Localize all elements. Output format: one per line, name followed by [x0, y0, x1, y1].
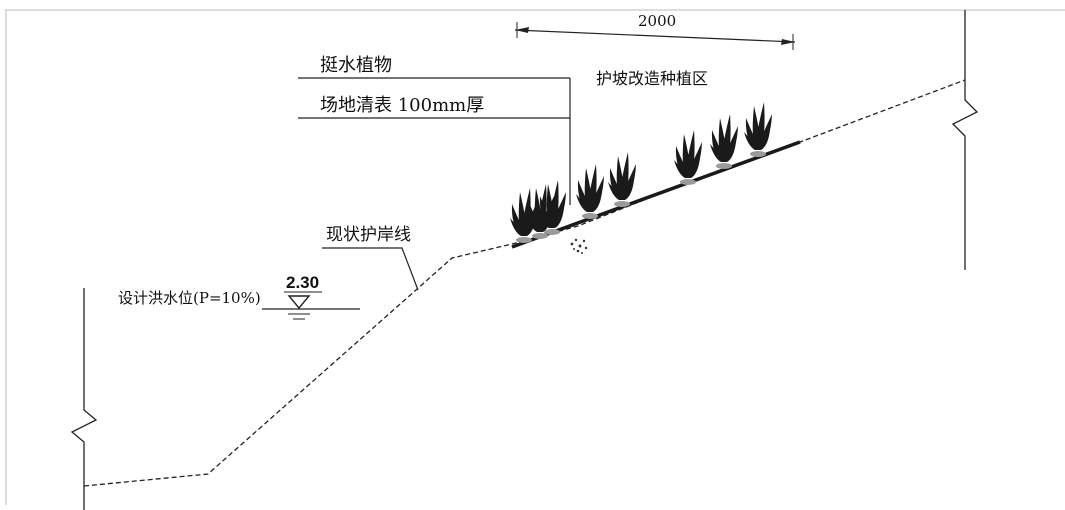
plant-base — [680, 179, 696, 185]
plant-leaf — [576, 194, 593, 212]
bank-line-label: 现状护岸线 — [326, 225, 411, 245]
water-level-label: 设计洪水位(P=10%) — [118, 289, 261, 307]
plant-base — [516, 237, 532, 243]
plant-icon — [608, 152, 636, 207]
plant-leaf — [710, 144, 727, 162]
layer-label-clearing: 场地清表 100mm厚 — [320, 95, 484, 116]
bank-line-leader — [322, 247, 419, 291]
water-level-triangle-icon — [287, 295, 311, 310]
plant-icon — [710, 114, 738, 169]
plant-leaf — [619, 180, 634, 200]
plant-leaf — [587, 192, 602, 212]
plant-icon — [526, 184, 554, 239]
existing-bank-line — [83, 79, 966, 487]
plant-base — [750, 151, 766, 157]
plant-leaf — [510, 218, 527, 236]
plant-icon — [576, 164, 604, 219]
plant-icon — [744, 102, 772, 157]
plant-leaf — [755, 130, 770, 150]
dimension-arrow-left — [515, 27, 529, 33]
layer-label-plants: 挺水植物 — [320, 55, 392, 76]
dimension-label: 2000 — [638, 12, 676, 30]
plant-group — [510, 102, 772, 243]
plant-leaf — [685, 158, 700, 178]
plant-leaf — [526, 214, 543, 232]
plant-base — [532, 233, 548, 239]
plant-base — [544, 229, 560, 235]
plant-base — [716, 163, 732, 169]
plant-leaf — [608, 182, 625, 200]
gravel-mark — [570, 238, 588, 254]
left-break-line — [70, 288, 98, 510]
plant-base — [614, 201, 630, 207]
dimension-arrow-right — [781, 39, 795, 45]
plant-base — [582, 213, 598, 219]
zone-label: 护坡改造种植区 — [596, 69, 708, 88]
plant-leaf — [674, 160, 691, 178]
dimension-line — [514, 29, 796, 43]
water-level-elevation: 2.30 — [286, 273, 319, 292]
plant-leaf — [721, 142, 736, 162]
plant-leaf — [537, 212, 552, 232]
planting-zone-slope — [511, 140, 801, 249]
right-break-line — [951, 10, 979, 270]
plant-leaf — [744, 132, 761, 150]
plant-icon — [674, 130, 702, 185]
plant-leaf — [549, 208, 564, 228]
